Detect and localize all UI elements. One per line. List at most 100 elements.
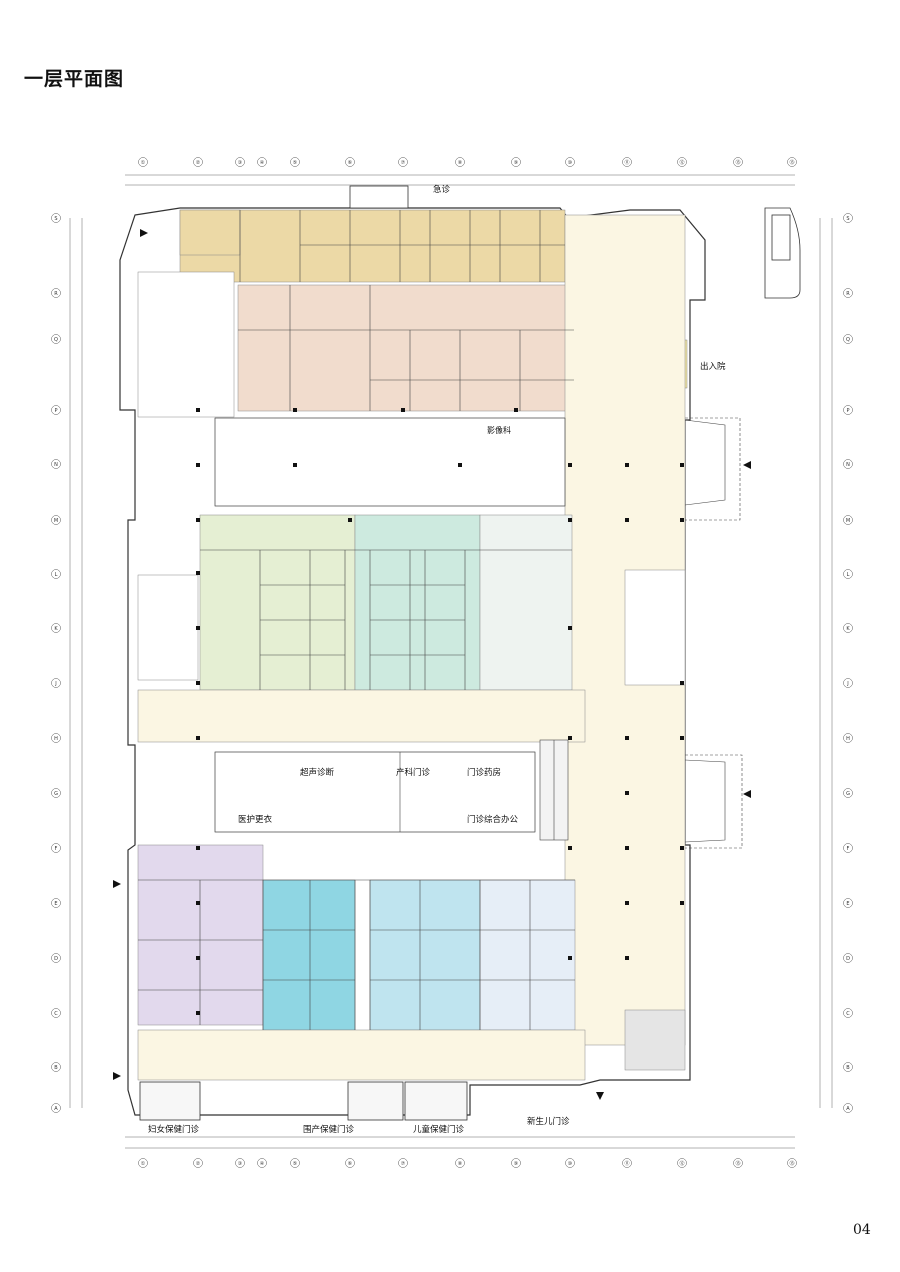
north-entrance	[349, 185, 409, 209]
ne-pavilion	[764, 207, 801, 299]
label-outpatient-office: 门诊综合办公	[467, 814, 519, 825]
structural-column	[196, 518, 200, 522]
column-axis-bottom-0	[138, 1158, 148, 1168]
structural-column	[625, 956, 629, 960]
row-axis-left-10	[51, 788, 61, 798]
column-axis-bottom-2-label: ③	[238, 1161, 242, 1167]
column-axis-top-1-label: ②	[196, 160, 201, 166]
row-axis-left-9-label: H	[54, 736, 58, 742]
row-axis-left-15-label: B	[54, 1065, 58, 1071]
column-axis-top-6-label: ⑦	[401, 160, 406, 166]
label-staff-changing: 医护更衣	[238, 814, 273, 825]
row-axis-right-3	[843, 405, 853, 415]
row-axis-left-15	[51, 1062, 61, 1072]
label-discharge: 出入院	[700, 361, 726, 372]
column-axis-top-5	[345, 157, 355, 167]
label-pharmacy: 门诊药房	[467, 767, 501, 778]
column-axis-bottom-6	[398, 1158, 408, 1168]
structural-column	[680, 736, 684, 740]
row-axis-left-0-label: S	[54, 216, 57, 222]
row-axis-left-2	[51, 334, 61, 344]
column-axis-top-1	[193, 157, 203, 167]
row-axis-right-0	[843, 213, 853, 223]
label-obstetrics: 产科门诊	[396, 767, 431, 778]
structural-columns	[196, 408, 684, 1015]
row-axis-right-1-label: R	[846, 291, 850, 297]
structural-column	[196, 681, 200, 685]
structural-column	[680, 901, 684, 905]
column-axis-bottom-9-label: ⑩	[568, 1161, 573, 1167]
row-axis-right-14-label: C	[846, 1011, 850, 1017]
structural-column	[625, 791, 629, 795]
column-axis-top-0-label: ①	[141, 160, 146, 166]
zone-child	[369, 879, 481, 1031]
zone-labels: 急诊 出入院 影像科 超声诊断 产科门诊 门诊药房 医护更衣 门诊综合办公 妇女…	[148, 184, 726, 1135]
structural-column	[680, 846, 684, 850]
zone-corridor-mid	[137, 689, 586, 743]
row-axis-left-14-label: C	[54, 1011, 58, 1017]
structural-column	[196, 736, 200, 740]
column-axis-top-2-label: ③	[238, 160, 242, 166]
row-axis-right-9-label: H	[846, 736, 850, 742]
row-axis-left-5	[51, 515, 61, 525]
row-axis-right-7	[843, 623, 853, 633]
structural-column	[196, 408, 200, 412]
structural-column	[196, 626, 200, 630]
column-axis-bottom-8-label: ⑨	[514, 1161, 518, 1167]
column-axis-bottom-5	[345, 1158, 355, 1168]
row-axis-left-14	[51, 1008, 61, 1018]
column-axis-top-10-label: ⑪	[624, 159, 629, 166]
column-axis-top-5-label: ⑥	[348, 160, 353, 166]
column-axis-top-9-label: ⑩	[568, 160, 573, 166]
column-axis-top-8-label: ⑨	[514, 160, 518, 166]
row-axis-left-7-label: K	[54, 626, 58, 632]
zone-women-health	[137, 844, 264, 1026]
structural-column	[568, 463, 572, 467]
row-axis-right-15	[843, 1062, 853, 1072]
row-axis-left-11	[51, 843, 61, 853]
structural-column	[196, 846, 200, 850]
column-axis-top-12-label: ⑬	[735, 159, 740, 166]
structural-column	[568, 626, 572, 630]
zones	[137, 209, 688, 1081]
row-axis-left-12-label: E	[54, 901, 57, 907]
row-axis-left-10-label: G	[54, 791, 58, 797]
column-axis-top-12	[733, 157, 743, 167]
structural-column	[196, 901, 200, 905]
row-axis-left-6	[51, 569, 61, 579]
row-axis-right-10	[843, 788, 853, 798]
column-axis-bottom-10	[622, 1158, 632, 1168]
column-axis-bottom-10-label: ⑪	[624, 1160, 629, 1167]
structural-column	[196, 463, 200, 467]
zone-obstetrics	[354, 514, 481, 691]
row-axis-right-16	[843, 1103, 853, 1113]
structural-column	[196, 1011, 200, 1015]
row-axis-left-3	[51, 405, 61, 415]
column-axis-top-10	[622, 157, 632, 167]
row-axis-right-7-label: K	[846, 626, 850, 632]
structural-column	[625, 846, 629, 850]
column-axis-top-6	[398, 157, 408, 167]
row-axis-right-9	[843, 733, 853, 743]
zone-left-hall	[137, 271, 235, 418]
row-axis-left-16	[51, 1103, 61, 1113]
structural-column	[568, 956, 572, 960]
column-axis-top-11-label: ⑫	[679, 159, 684, 166]
structural-column	[680, 681, 684, 685]
row-axis-left-3-label: P	[54, 408, 57, 414]
column-axis-bottom-12-label: ⑬	[735, 1160, 740, 1167]
row-axis-right-8-label: J	[846, 681, 848, 687]
column-axis-top-9	[565, 157, 575, 167]
column-axis-top-3	[257, 157, 267, 167]
row-axis-right-2	[843, 334, 853, 344]
row-axis-left-1	[51, 288, 61, 298]
column-axis-bottom-6-label: ⑦	[401, 1161, 406, 1167]
zone-prenatal	[262, 879, 356, 1031]
row-axis-right-10-label: G	[846, 791, 850, 797]
label-newborn: 新生儿门诊	[527, 1116, 570, 1127]
column-axis-bottom-11	[677, 1158, 687, 1168]
row-axis-right-13-label: D	[846, 956, 850, 962]
